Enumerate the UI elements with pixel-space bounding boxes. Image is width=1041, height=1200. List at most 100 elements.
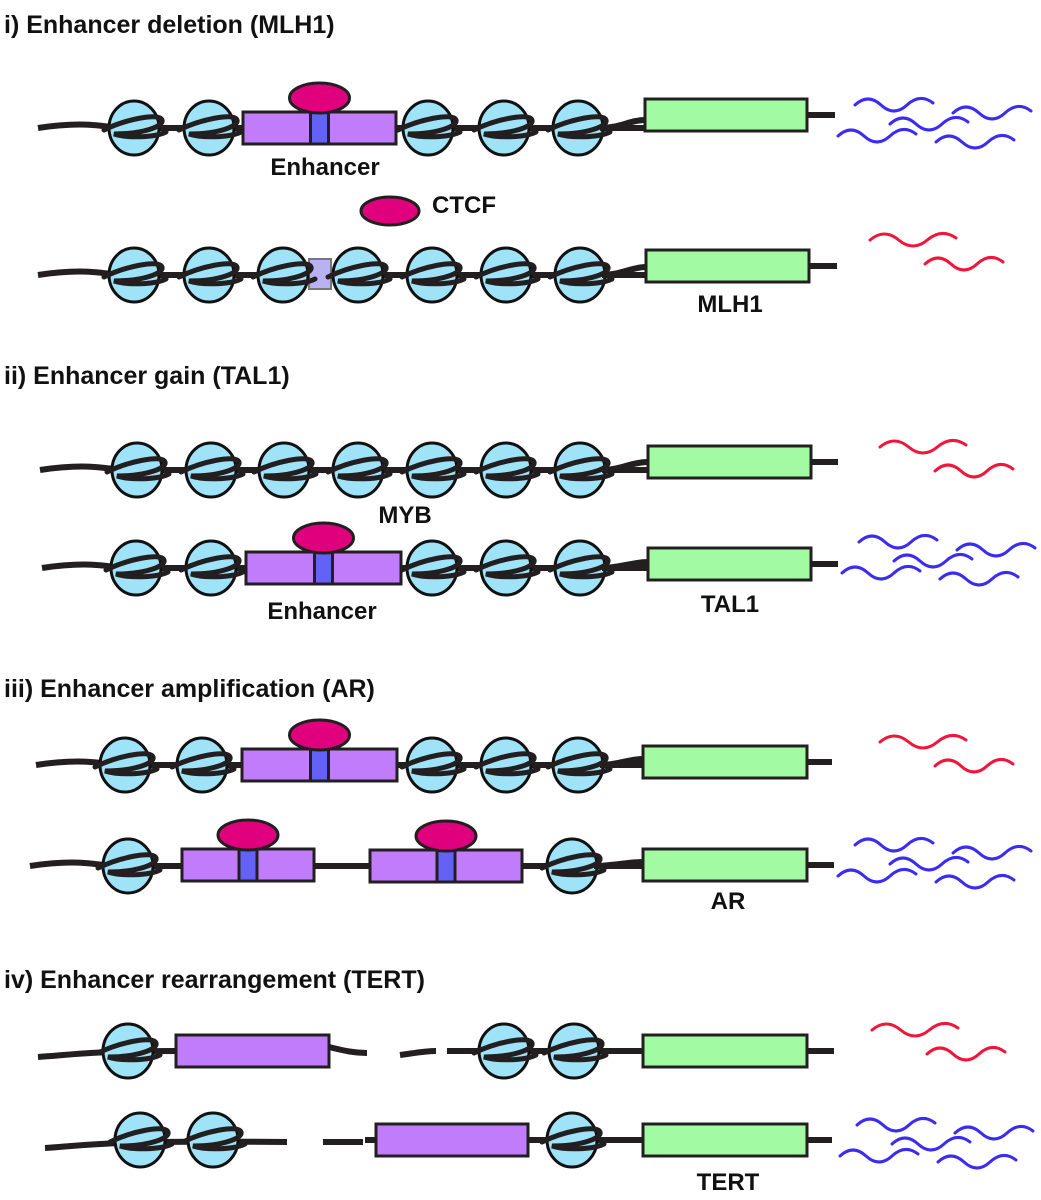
dna-wrap	[176, 114, 244, 140]
rna-transcript-high	[836, 868, 918, 884]
nucleosome	[539, 1111, 607, 1169]
dna-wrap	[178, 456, 246, 482]
dna-strand	[601, 559, 649, 571]
rna-transcript-high	[853, 837, 935, 853]
dna-wrap	[399, 751, 467, 777]
rna-transcript-low	[878, 734, 968, 750]
enhancer-box	[374, 1122, 530, 1158]
dna-wrap	[92, 751, 160, 777]
dna-wrap	[471, 114, 539, 140]
nucleosome	[250, 246, 318, 304]
rna-transcript-low	[868, 232, 958, 248]
rna-transcript-high	[951, 845, 1033, 861]
dna-strand	[593, 859, 644, 869]
tf-binding-site	[313, 550, 334, 586]
rna-transcript-high	[955, 542, 1037, 558]
dna-strand	[328, 1044, 368, 1056]
rna-transcript-high	[888, 856, 970, 872]
transcription-factor-ctcf	[359, 195, 421, 227]
enhancer-label: Enhancer	[270, 154, 379, 181]
dna-wrap	[545, 114, 613, 140]
gene-label-tal1: TAL1	[701, 591, 759, 618]
nucleosome	[178, 441, 246, 499]
dna-strand	[599, 756, 644, 768]
rna-transcript-high	[840, 565, 922, 581]
nucleosome	[541, 1022, 609, 1080]
nucleosome	[399, 539, 467, 597]
transcription-factor	[288, 81, 351, 115]
nucleosome	[95, 1022, 163, 1080]
nucleosome	[399, 441, 467, 499]
nucleosome	[471, 99, 539, 157]
dna-wrap	[250, 261, 318, 287]
nucleosome	[395, 99, 463, 157]
dna-wrap	[104, 456, 172, 482]
dna-wrap	[95, 1037, 163, 1063]
rna-transcript-high	[892, 553, 974, 569]
dna-wrap	[169, 751, 237, 777]
dna-wrap	[395, 114, 463, 140]
rna-transcript-high	[857, 534, 939, 550]
dna-wrap	[473, 751, 541, 777]
dna-wrap	[539, 852, 607, 878]
nucleosome	[180, 1111, 248, 1169]
dna-wrap	[325, 456, 393, 482]
dna-wrap	[399, 554, 467, 580]
gene-label-ar: AR	[711, 888, 746, 915]
nucleosome	[473, 441, 541, 499]
nucleosome	[251, 441, 319, 499]
dna-wrap	[541, 1037, 609, 1063]
dna-strand	[601, 459, 649, 473]
tf-binding-site	[309, 110, 330, 146]
dna-wrap	[471, 1037, 539, 1063]
gene-label-mlh1: MLH1	[697, 291, 762, 318]
dna-wrap	[251, 456, 319, 482]
nucleosome	[473, 539, 541, 597]
dna-wrap	[539, 1126, 607, 1152]
section-title-iv: iv) Enhancer rearrangement (TERT)	[4, 966, 425, 994]
gene-box	[641, 744, 809, 780]
transcription-factor	[292, 521, 355, 555]
rna-transcript-high	[936, 1154, 1018, 1170]
dna-wrap	[545, 751, 613, 777]
gene-box	[641, 1033, 809, 1069]
nucleosome	[176, 246, 244, 304]
deleted-enhancer-site	[308, 258, 332, 290]
rna-transcript-low	[878, 439, 968, 455]
dna-wrap	[473, 554, 541, 580]
gene-label-tert: TERT	[697, 1169, 760, 1196]
rna-transcript-high	[953, 1125, 1035, 1141]
nucleosome	[178, 539, 246, 597]
dna-strand	[601, 264, 647, 278]
diagram-graphics	[29, 81, 1037, 1170]
rna-transcript-low	[925, 1046, 1007, 1062]
tf-label-ctcf: CTCF	[432, 192, 496, 219]
tf-label-myb: MYB	[378, 502, 431, 529]
dna-wrap	[101, 261, 169, 287]
nucleosome	[399, 736, 467, 794]
gene-box	[643, 97, 809, 133]
transcription-factor	[216, 818, 280, 852]
gene-box	[641, 1122, 809, 1158]
dna-wrap	[107, 1126, 175, 1152]
nucleosome	[547, 539, 615, 597]
tf-binding-site	[237, 847, 259, 883]
nucleosome	[103, 539, 171, 597]
transcription-factor	[414, 819, 478, 853]
nucleosome	[547, 441, 615, 499]
nucleosome	[399, 246, 467, 304]
rna-transcript-high	[934, 134, 1016, 150]
nucleosome	[104, 441, 172, 499]
rna-transcript-high	[838, 1148, 920, 1164]
nucleosome	[176, 99, 244, 157]
rna-transcript-high	[938, 571, 1020, 587]
dna-wrap	[103, 554, 171, 580]
nucleosome	[101, 246, 169, 304]
section-title-i: i) Enhancer deletion (MLH1)	[4, 11, 335, 39]
rna-transcript-high	[934, 874, 1016, 890]
gene-box	[644, 248, 811, 284]
nucleosome	[107, 1111, 175, 1169]
rna-transcript-high	[855, 1117, 937, 1133]
tf-binding-site	[435, 848, 457, 884]
